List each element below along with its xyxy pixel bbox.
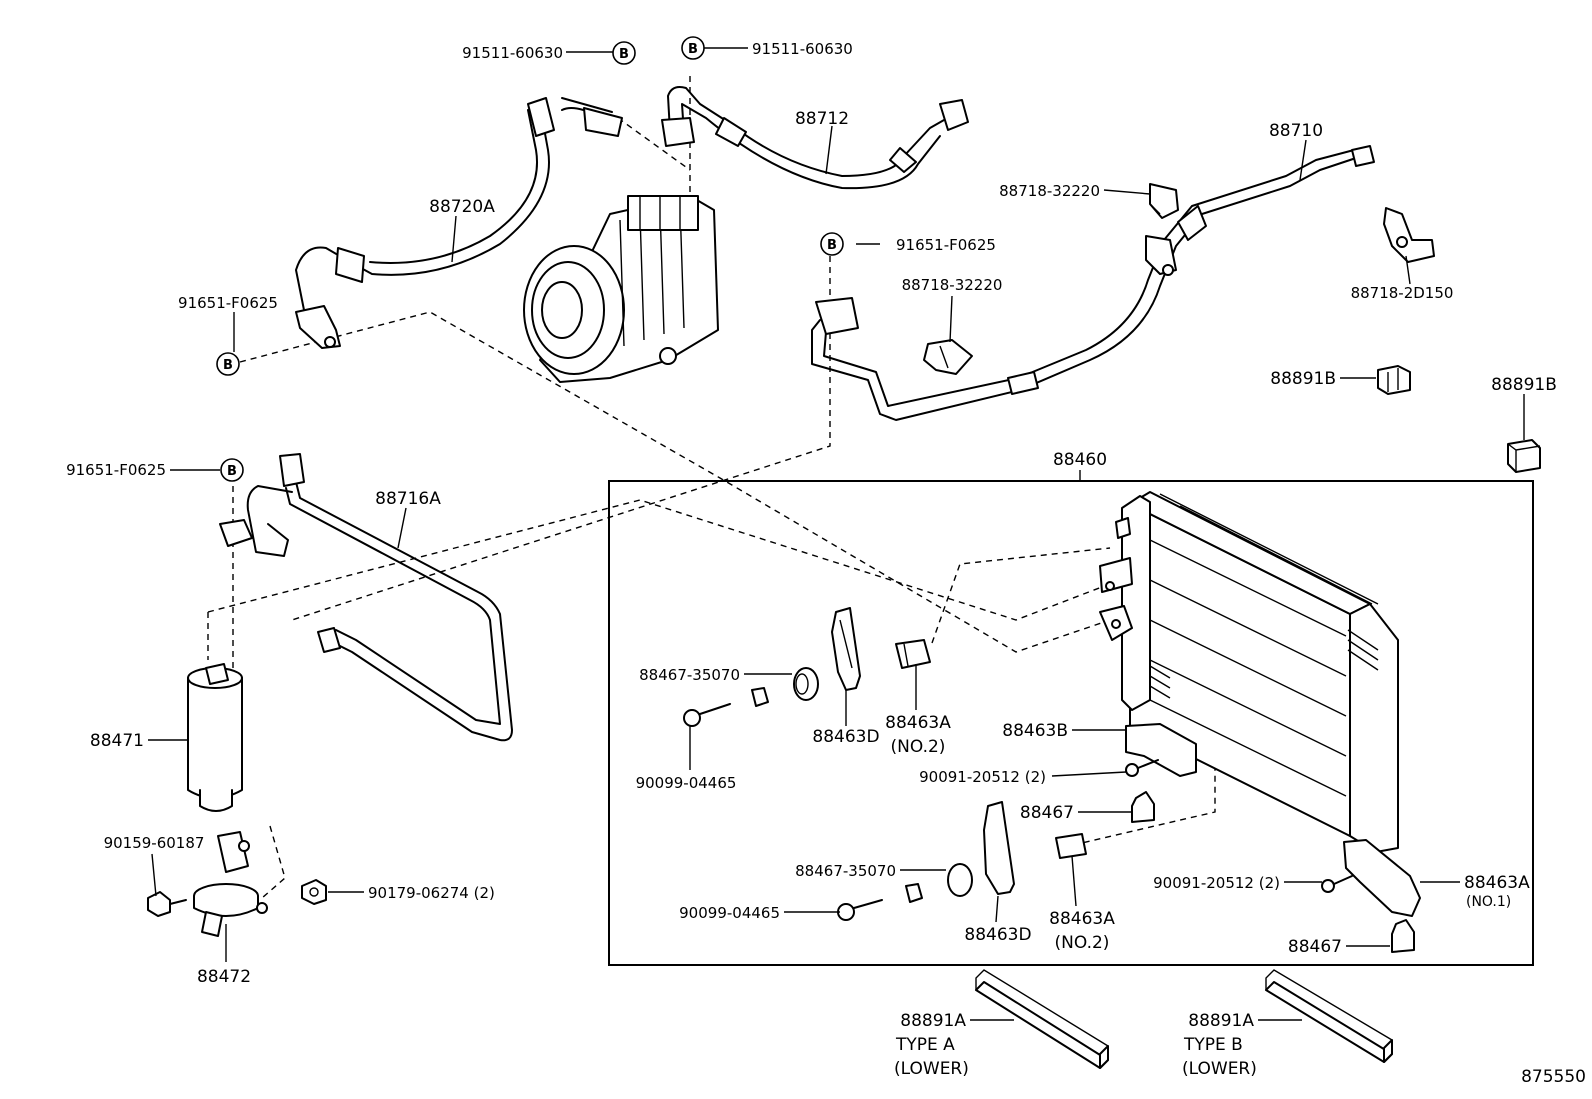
bracket-88463A-no2-top xyxy=(895,639,931,669)
bracket-88463A-no1 xyxy=(1343,839,1421,917)
label-90159-60187: 90159-60187 xyxy=(104,834,205,852)
label-88463A-right: 88463A xyxy=(1464,873,1530,893)
grommet-88467-35070-bot xyxy=(947,863,973,897)
cushion-88891A-type-b xyxy=(1265,969,1393,1063)
bolt-90091-20512-top xyxy=(1125,759,1159,777)
bracket-88463B xyxy=(1125,723,1197,777)
label-88891A-a: 88891A xyxy=(900,1011,966,1031)
label-88718-32220-mid: 88718-32220 xyxy=(902,276,1003,294)
label-90099-04465-top: 90099-04465 xyxy=(636,774,737,792)
label-88471: 88471 xyxy=(90,731,144,751)
label-88712: 88712 xyxy=(795,109,849,129)
bracket-88463A-no2-bot xyxy=(1055,833,1087,859)
pipe-88716A xyxy=(219,453,513,742)
cushion-88891A-type-a xyxy=(975,969,1109,1069)
svg-text:B: B xyxy=(688,42,698,57)
label-88460: 88460 xyxy=(1053,450,1107,470)
label-88463B: 88463B xyxy=(1002,721,1068,741)
label-88891A-b: 88891A xyxy=(1188,1011,1254,1031)
receiver-drier-88471 xyxy=(187,663,243,812)
cushion-88891B-mid xyxy=(1377,365,1411,395)
label-88467-bot: 88467 xyxy=(1288,937,1342,957)
label-88891B-right: 88891B xyxy=(1491,375,1557,395)
label-88467-mid: 88467 xyxy=(1020,803,1074,823)
label-88463D-top: 88463D xyxy=(812,727,879,747)
label-88463A-top: 88463A xyxy=(885,713,951,733)
marker-b-mid: B xyxy=(820,232,844,256)
hose-88720A xyxy=(295,97,623,349)
label-91511-60630-right: 91511-60630 xyxy=(752,40,853,58)
condenser-assembly-frame xyxy=(608,480,1534,966)
clamp-88718-2D150 xyxy=(1383,207,1435,263)
label-lower-a: (LOWER) xyxy=(894,1059,969,1079)
bracket-88472 xyxy=(193,831,268,937)
label-88891B-mid: 88891B xyxy=(1270,369,1336,389)
label-88718-2D150: 88718-2D150 xyxy=(1351,284,1454,302)
label-90091-20512-top: 90091-20512 (2) xyxy=(919,768,1046,786)
label-type-a: TYPE A xyxy=(895,1035,955,1055)
bolt-90099-04465-top xyxy=(683,703,731,727)
cushion-88891B-right xyxy=(1507,439,1541,473)
hose-88712 xyxy=(661,86,969,190)
ac-compressor xyxy=(523,195,719,383)
clip-88467-bot xyxy=(1391,919,1415,953)
label-88467-35070-bot: 88467-35070 xyxy=(795,862,896,880)
label-88463A-bot: 88463A xyxy=(1049,909,1115,929)
label-90091-20512-bot: 90091-20512 (2) xyxy=(1153,874,1280,892)
label-90179-06274: 90179-06274 (2) xyxy=(368,884,495,902)
label-91511-60630-left: 91511-60630 xyxy=(462,44,563,62)
nut-90179-06274 xyxy=(301,879,327,905)
collar-bot xyxy=(905,883,923,903)
label-90099-04465-bot: 90099-04465 xyxy=(679,904,780,922)
label-91651-F0625-top: 91651-F0625 xyxy=(896,236,996,254)
svg-text:B: B xyxy=(223,358,233,373)
bracket-88463D-top xyxy=(831,607,861,691)
svg-text:B: B xyxy=(827,238,837,253)
label-lower-b: (LOWER) xyxy=(1182,1059,1257,1079)
bolt-90099-04465-bot xyxy=(837,899,883,921)
label-88716A: 88716A xyxy=(375,489,441,509)
clip-88467-mid xyxy=(1131,791,1155,823)
label-88472: 88472 xyxy=(197,967,251,987)
marker-b-top-left: B xyxy=(612,41,636,65)
clamp-88718-32220-mid xyxy=(923,339,973,375)
label-type-b: TYPE B xyxy=(1183,1035,1243,1055)
grommet-88467-35070-top xyxy=(793,667,819,701)
part-labels: 91511-60630 91511-60630 88712 88720A 916… xyxy=(66,40,1586,1087)
bolt-90091-20512-bot xyxy=(1321,875,1353,893)
leader-lines xyxy=(148,47,1525,1021)
bracket-88463D-bot xyxy=(983,801,1015,895)
label-no1: (NO.1) xyxy=(1466,894,1511,910)
label-no2-bot: (NO.2) xyxy=(1055,933,1110,953)
collar-top xyxy=(751,687,769,707)
marker-b-left-upper: B xyxy=(216,352,240,376)
label-88710: 88710 xyxy=(1269,121,1323,141)
label-88718-32220-top: 88718-32220 xyxy=(999,182,1100,200)
label-91651-F0625-left: 91651-F0625 xyxy=(66,461,166,479)
svg-text:B: B xyxy=(619,47,629,62)
marker-b-top-right: B xyxy=(681,36,705,60)
bolt-90159-60187 xyxy=(147,891,187,917)
svg-text:B: B xyxy=(227,464,237,479)
label-no2-top: (NO.2) xyxy=(891,737,946,757)
label-88720A: 88720A xyxy=(429,197,495,217)
diagram-reference-id: 875550 xyxy=(1521,1067,1586,1087)
clamp-88718-32220-top xyxy=(1149,183,1179,219)
label-91651-F0625-mid: 91651-F0625 xyxy=(178,294,278,312)
pipe-88710 xyxy=(811,145,1375,421)
label-88467-35070-top: 88467-35070 xyxy=(639,666,740,684)
label-88463D-bot: 88463D xyxy=(964,925,1031,945)
marker-b-left-lower: B xyxy=(220,458,244,482)
